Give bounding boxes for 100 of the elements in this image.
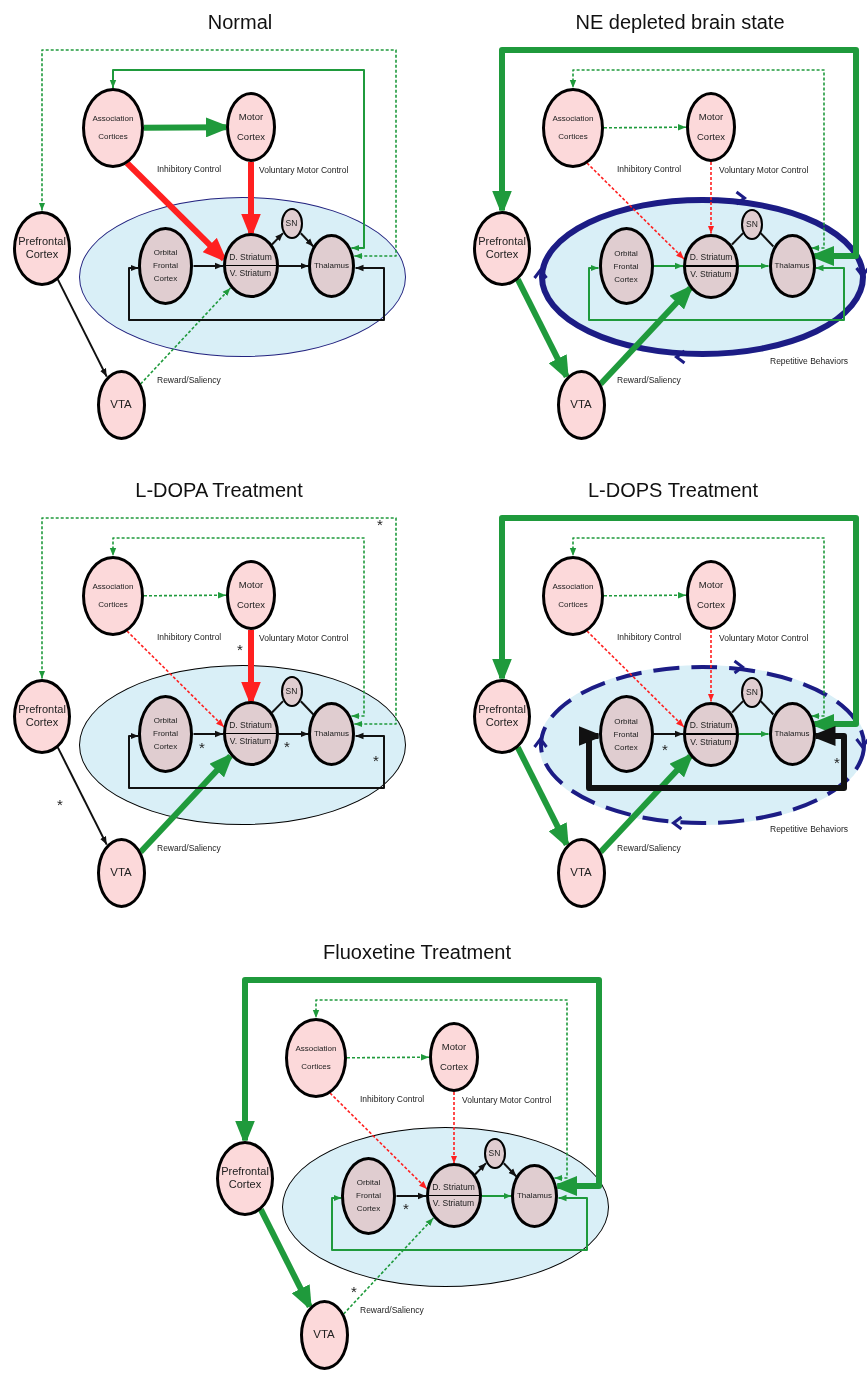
- brain-region-node: [556, 838, 606, 908]
- brain-region-node: [280, 676, 303, 707]
- significance-asterisk: *: [377, 518, 383, 532]
- panel-title: L-DOPA Treatment: [135, 478, 303, 503]
- edge-label: Reward/Saliency: [617, 375, 681, 385]
- arrow: [278, 730, 310, 738]
- arrow: [738, 262, 770, 270]
- arrow: [603, 124, 687, 131]
- node-label: Motor Cortex: [696, 578, 726, 612]
- ring-caption: Repetitive Behaviors: [770, 356, 848, 366]
- node-label: VTA: [570, 397, 592, 413]
- node-label: D. Striatum: [689, 719, 733, 733]
- node-label: Thalamus: [516, 1189, 553, 1202]
- arrow: [278, 262, 310, 270]
- arrow: [192, 730, 224, 738]
- connector-line: [271, 700, 285, 714]
- node-label: Association Cortices: [551, 581, 595, 611]
- significance-asterisk: *: [57, 798, 63, 812]
- arrow: [569, 537, 825, 720]
- node-label: SN: [285, 217, 298, 230]
- node-label: Prefrontal Cortex: [220, 1165, 270, 1191]
- node-label: VTA: [110, 397, 132, 413]
- edge-label: Reward/Saliency: [617, 843, 681, 853]
- node-label: Thalamus: [774, 260, 810, 272]
- arrow: [312, 999, 568, 1182]
- arrow: [569, 69, 825, 252]
- edge-label: Inhibitory Control: [360, 1094, 425, 1104]
- arrow: [588, 264, 845, 321]
- arrow: [109, 537, 365, 720]
- node-label: Thalamus: [313, 259, 350, 272]
- arrow: [128, 264, 385, 321]
- panel-title: L-DOPS Treatment: [587, 478, 759, 503]
- edge-label: Inhibitory Control: [157, 164, 222, 174]
- arrow: [139, 287, 232, 385]
- edge-label: Voluntary Motor Control: [719, 165, 809, 175]
- arrow: [299, 232, 315, 248]
- arrow: [56, 746, 108, 846]
- panel-title: Fluoxetine Treatment: [323, 940, 511, 965]
- connector-line: [759, 232, 775, 248]
- brain-region-node: [683, 701, 739, 767]
- arrow: [450, 1091, 458, 1165]
- arrow: [331, 1194, 588, 1251]
- node-label: Thalamus: [774, 728, 810, 740]
- arrow: [474, 1162, 488, 1176]
- node-label: V. Striatum: [229, 735, 272, 749]
- brain-region-node: [222, 233, 279, 298]
- arrow: [395, 1192, 427, 1200]
- brain-region-node: [222, 701, 279, 766]
- node-label: Association Cortices: [91, 581, 135, 611]
- arrow: [143, 592, 227, 599]
- arrow: [329, 1092, 428, 1190]
- edge-label: Inhibitory Control: [617, 632, 682, 642]
- arrow: [128, 732, 385, 789]
- arrow: [346, 1054, 430, 1061]
- node-label: SN: [746, 217, 758, 231]
- arrow: [586, 162, 685, 260]
- arrow: [342, 1217, 435, 1315]
- arrow: [707, 629, 715, 703]
- brain-region-node: [741, 208, 763, 240]
- edge-label: Reward/Saliency: [157, 843, 221, 853]
- node-label: V. Striatum: [432, 1197, 475, 1211]
- node-label: D. Striatum: [689, 251, 733, 265]
- node-label: V. Striatum: [690, 267, 732, 281]
- brain-region-node: [483, 1138, 506, 1169]
- connector-line: [731, 232, 745, 246]
- brain-region-node: [683, 233, 739, 299]
- node-label: Orbital Frontal Cortex: [355, 1177, 382, 1215]
- significance-asterisk: *: [403, 1202, 409, 1216]
- node-label: Prefrontal Cortex: [477, 703, 527, 729]
- arrow: [38, 517, 397, 728]
- brain-region-node: [473, 210, 531, 286]
- edge-label: Voluntary Motor Control: [259, 165, 349, 175]
- node-label: Thalamus: [313, 727, 350, 740]
- node-label: Orbital Frontal Cortex: [612, 247, 640, 286]
- panel-title: NE depleted brain state: [575, 10, 785, 35]
- node-label: Motor Cortex: [696, 110, 726, 144]
- node-label: V. Striatum: [229, 267, 272, 281]
- node-label: D. Striatum: [229, 250, 272, 264]
- edge-label: Voluntary Motor Control: [259, 633, 349, 643]
- brain-region-node: [280, 208, 303, 239]
- arrow: [586, 630, 685, 728]
- arrow: [707, 161, 715, 235]
- arrow: [56, 278, 108, 378]
- edge-label: Inhibitory Control: [157, 632, 222, 642]
- node-label: VTA: [110, 865, 132, 881]
- significance-asterisk: *: [284, 740, 290, 754]
- arrow: [502, 1162, 518, 1178]
- edge-label: Reward/Saliency: [360, 1305, 424, 1315]
- node-label: Orbital Frontal Cortex: [152, 247, 179, 285]
- node-label: Motor Cortex: [236, 578, 266, 612]
- edge-label: Reward/Saliency: [157, 375, 221, 385]
- node-label: Orbital Frontal Cortex: [152, 715, 179, 753]
- node-label: SN: [285, 685, 298, 698]
- significance-asterisk: *: [834, 756, 840, 770]
- connector-line: [299, 700, 315, 716]
- node-label: SN: [746, 685, 758, 699]
- node-label: Prefrontal Cortex: [17, 703, 67, 729]
- brain-region-node: [425, 1163, 482, 1228]
- brain-region-node: [138, 226, 193, 305]
- arrow: [652, 262, 684, 270]
